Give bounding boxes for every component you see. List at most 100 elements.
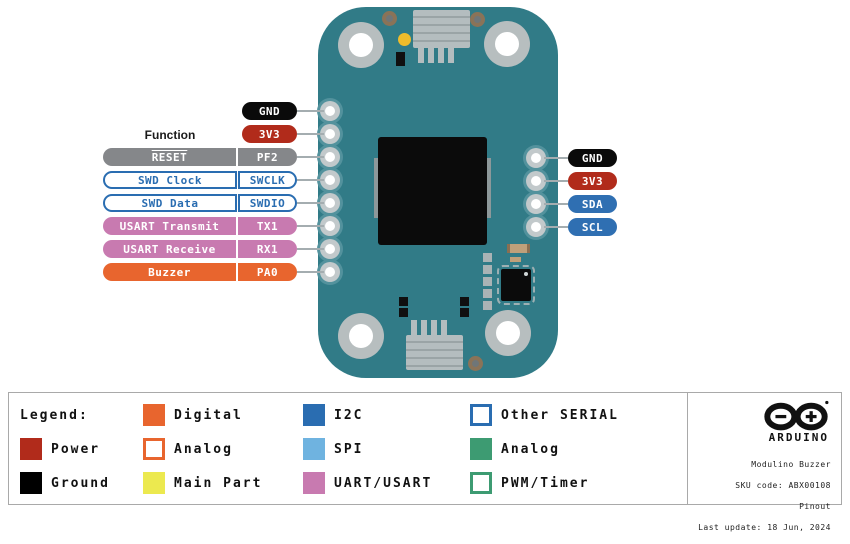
pin-name: SWDIO bbox=[249, 196, 286, 210]
pin-name: SWCLK bbox=[249, 173, 286, 187]
pin-label-gnd-left: GND bbox=[242, 102, 297, 120]
pin-label-gnd-right: GND bbox=[568, 149, 617, 167]
legend-item-analog-outline: Analog bbox=[143, 438, 233, 460]
passive-component bbox=[483, 277, 492, 286]
pin-name: RX1 bbox=[256, 242, 279, 256]
pin-label-sda: SDA bbox=[568, 195, 617, 213]
pin-label-scl: SCL bbox=[568, 218, 617, 236]
led-yellow bbox=[398, 33, 411, 46]
legend-item-analog-fill: Analog bbox=[470, 438, 560, 460]
other-serial-swatch bbox=[470, 404, 492, 426]
function-name: USART Receive bbox=[123, 242, 216, 256]
pad-left-rx1 bbox=[320, 239, 340, 259]
resistor-component-small bbox=[510, 257, 521, 262]
pin-label-3v3-left: 3V3 bbox=[242, 125, 297, 143]
mounting-hole-top-right bbox=[484, 21, 530, 67]
function-name: Buzzer bbox=[148, 265, 191, 279]
pin-name: SCL bbox=[581, 220, 604, 234]
pin-name: SDA bbox=[581, 197, 604, 211]
pcb-board bbox=[318, 7, 558, 378]
pad-left-pa0 bbox=[320, 262, 340, 282]
function-name: USART Transmit bbox=[119, 219, 220, 233]
pin-name: PA0 bbox=[256, 265, 279, 279]
product-info: Modulino Buzzer SKU code: ABX00108 Pinou… bbox=[631, 449, 831, 544]
passive-component-dark bbox=[460, 308, 469, 317]
power-swatch bbox=[20, 438, 42, 460]
function-name: RESET bbox=[151, 150, 188, 164]
pin-name: GND bbox=[581, 151, 604, 165]
pad-right-gnd bbox=[526, 148, 546, 168]
pad-left-swclk bbox=[320, 170, 340, 190]
pad-right-3v3 bbox=[526, 171, 546, 191]
leader-line bbox=[297, 179, 324, 181]
buzzer-notch-right bbox=[486, 158, 491, 218]
legend-item-power: Power bbox=[20, 438, 100, 460]
main-part-swatch bbox=[143, 472, 165, 494]
passive-component bbox=[483, 265, 492, 274]
product-name: Modulino Buzzer bbox=[751, 459, 831, 469]
digital-swatch bbox=[143, 404, 165, 426]
chip-pin1-dot bbox=[524, 272, 528, 276]
qwiic-connector-bottom bbox=[406, 335, 463, 370]
legend-item-spi: SPI bbox=[303, 438, 363, 460]
pad-left-tx1 bbox=[320, 216, 340, 236]
connector-leg bbox=[441, 320, 447, 335]
analog-outline-swatch bbox=[143, 438, 165, 460]
pad-left-swdio bbox=[320, 193, 340, 213]
connector-leg bbox=[418, 48, 424, 63]
passive-component bbox=[483, 301, 492, 310]
connector-leg bbox=[431, 320, 437, 335]
pin-label-reset: RESET PF2 bbox=[103, 148, 297, 166]
legend-item-other-serial: Other SERIAL bbox=[470, 404, 619, 426]
last-update: Last update: 18 Jun, 2024 bbox=[698, 522, 831, 532]
function-column-header: Function bbox=[144, 128, 196, 142]
passive-component-dark bbox=[399, 308, 408, 317]
passive-component bbox=[483, 253, 492, 262]
leader-line bbox=[297, 133, 324, 135]
fiducial-marker bbox=[382, 11, 397, 26]
pin-name: 3V3 bbox=[581, 174, 604, 188]
passive-component bbox=[483, 289, 492, 298]
pin-label-usart-receive: USART Receive RX1 bbox=[103, 240, 297, 258]
pin-name: PF2 bbox=[256, 150, 279, 164]
connector-leg bbox=[411, 320, 417, 335]
ground-swatch bbox=[20, 472, 42, 494]
pwm-timer-swatch bbox=[470, 472, 492, 494]
doc-type: Pinout bbox=[799, 501, 831, 511]
leader-line bbox=[544, 203, 568, 205]
pin-label-swd-data: SWD Data SWDIO bbox=[103, 194, 297, 212]
pin-label-usart-transmit: USART Transmit TX1 bbox=[103, 217, 297, 235]
legend-item-pwm-timer: PWM/Timer bbox=[470, 472, 589, 494]
legend-item-ground: Ground bbox=[20, 472, 110, 494]
leader-line bbox=[297, 202, 324, 204]
leader-line bbox=[544, 180, 568, 182]
function-name: SWD Clock bbox=[137, 173, 203, 187]
uart-usart-swatch bbox=[303, 472, 325, 494]
buzzer-component bbox=[378, 137, 487, 245]
connector-leg bbox=[428, 48, 434, 63]
legend-divider bbox=[687, 393, 688, 504]
pin-name: TX1 bbox=[256, 219, 279, 233]
connector-leg bbox=[438, 48, 444, 63]
function-name: SWD Data bbox=[141, 196, 199, 210]
qwiic-connector-top bbox=[413, 10, 470, 48]
pad-left-3v3 bbox=[320, 124, 340, 144]
pad-left-pf2 bbox=[320, 147, 340, 167]
spi-swatch bbox=[303, 438, 325, 460]
leader-line bbox=[297, 225, 324, 227]
connector-leg bbox=[448, 48, 454, 63]
leader-line bbox=[297, 110, 324, 112]
fiducial-marker bbox=[468, 356, 483, 371]
mounting-hole-bottom-left bbox=[338, 313, 384, 359]
legend-panel: Legend: Power Ground Digital Analog Main… bbox=[8, 392, 842, 532]
passive-component-dark bbox=[399, 297, 408, 306]
passive-component-dark bbox=[460, 297, 469, 306]
sku-code: SKU code: ABX00108 bbox=[735, 480, 831, 490]
fiducial-marker bbox=[470, 12, 485, 27]
mounting-hole-top-left bbox=[338, 22, 384, 68]
connector-leg bbox=[421, 320, 427, 335]
leader-line bbox=[297, 271, 324, 273]
analog-fill-swatch bbox=[470, 438, 492, 460]
pin-name: GND bbox=[258, 104, 281, 118]
pin-label-swd-clock: SWD Clock SWCLK bbox=[103, 171, 297, 189]
